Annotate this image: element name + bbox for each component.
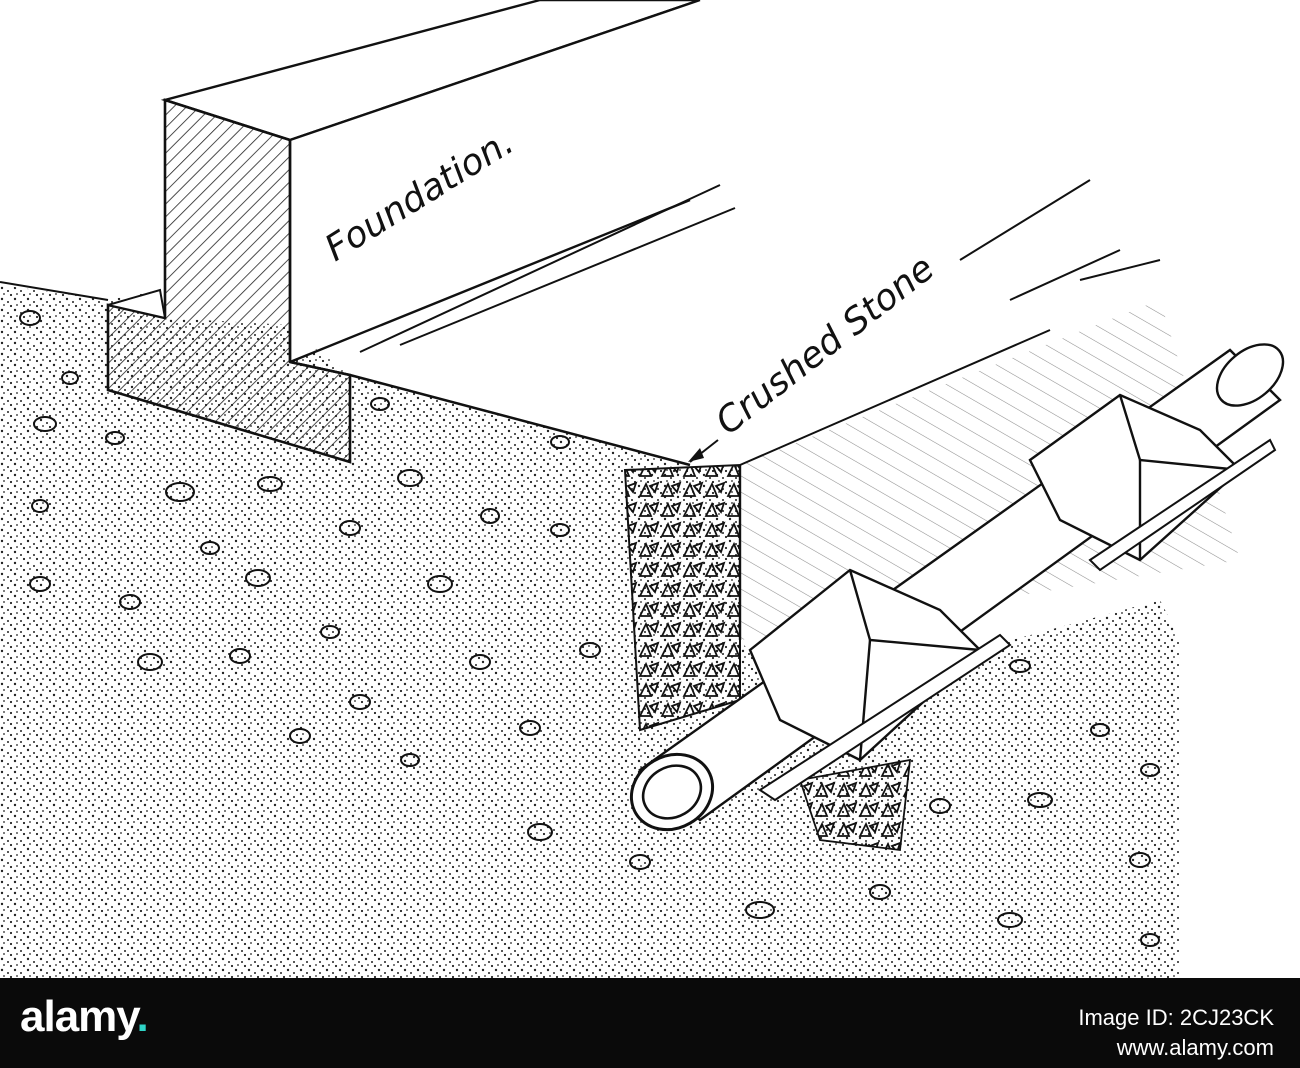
diagram-svg: Foundation. Crushed Stone (0, 0, 1285, 978)
foundation-wall (106, 0, 1030, 467)
image-id-line: Image ID: 2CJ23CK (1078, 1005, 1274, 1030)
drainage-diagram: Foundation. Crushed Stone (0, 0, 1285, 978)
pipe-collar (748, 393, 1242, 762)
pipe-support-boards (758, 438, 1277, 802)
site-url-line: www.alamy.com (1116, 1034, 1274, 1060)
image-id-text: Image ID: 2CJ23CK www.alamy.com (1078, 1003, 1274, 1062)
alamy-logo: alamy. (20, 992, 149, 1041)
stock-watermark-bar: alamy. Image ID: 2CJ23CK www.alamy.com (0, 978, 1300, 1068)
